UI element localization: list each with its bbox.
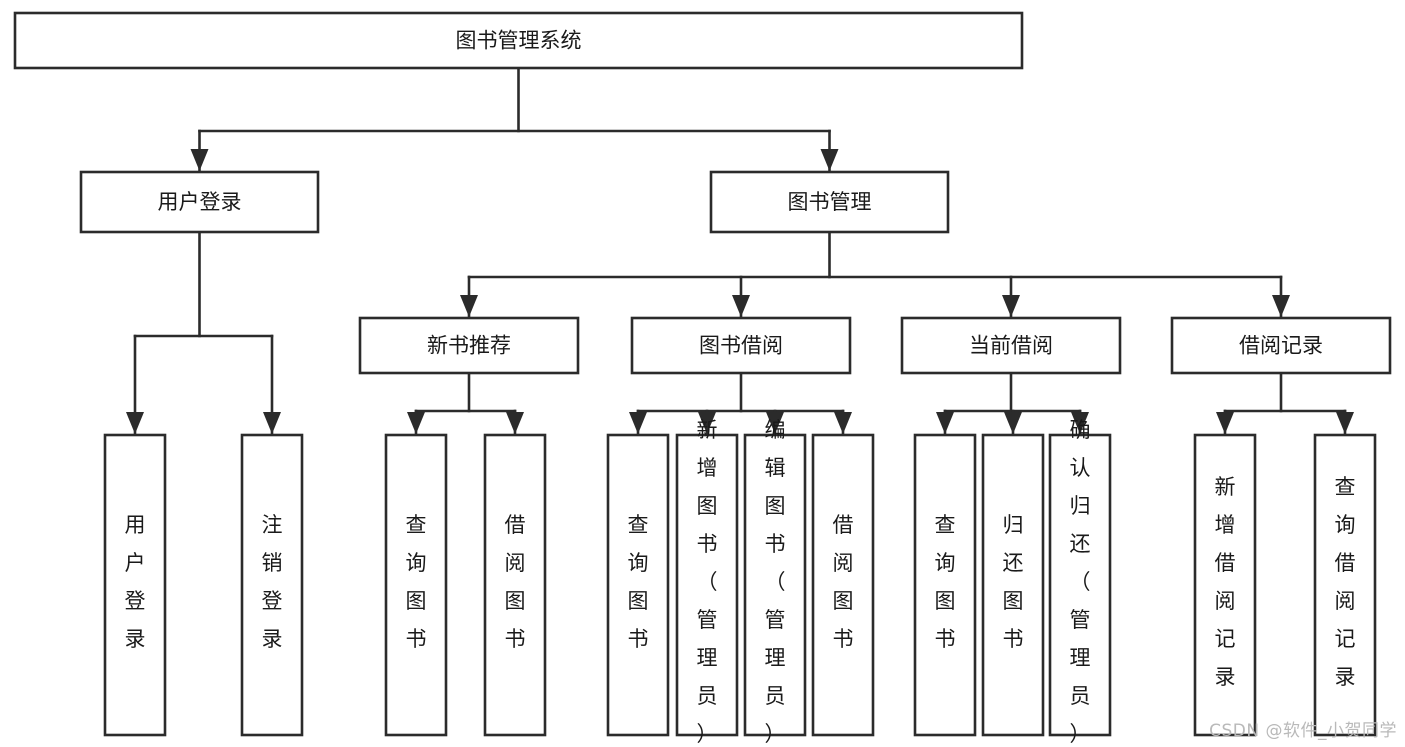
node-leaf-user-logout[interactable]: 注销登录 bbox=[240, 433, 304, 737]
arrow-head-icon bbox=[936, 412, 954, 434]
node-leaf-return-book[interactable]: 归还图书 bbox=[981, 433, 1045, 737]
arrow-head-icon bbox=[1272, 295, 1290, 317]
node-label: 确认归还（管理员） bbox=[1070, 418, 1091, 746]
node-leaf-user-login[interactable]: 用户登录 bbox=[103, 433, 167, 737]
node-user-login[interactable]: 用户登录 bbox=[79, 170, 320, 234]
node-box bbox=[13, 11, 1024, 70]
node-borrow-record[interactable]: 借阅记录 bbox=[1170, 316, 1392, 375]
node-box bbox=[358, 316, 580, 375]
node-box bbox=[811, 433, 875, 737]
node-label: 用户登录 bbox=[125, 513, 146, 651]
node-leaf-query-record[interactable]: 查询借阅记录 bbox=[1313, 433, 1377, 737]
node-box bbox=[743, 433, 807, 737]
arrow-head-icon bbox=[1216, 412, 1234, 434]
arrow-head-icon bbox=[834, 412, 852, 434]
arrow-head-icon bbox=[1002, 295, 1020, 317]
node-leaf-borrow-book-1[interactable]: 借阅图书 bbox=[483, 433, 547, 737]
node-label: 借阅图书 bbox=[833, 513, 854, 651]
node-current-borrow[interactable]: 当前借阅 bbox=[900, 316, 1122, 375]
node-label: 查询图书 bbox=[935, 513, 956, 651]
nodes-layer: 图书管理系统用户登录图书管理新书推荐图书借阅当前借阅借阅记录用户登录注销登录查询… bbox=[13, 11, 1392, 746]
node-book-manage[interactable]: 图书管理 bbox=[709, 170, 950, 234]
node-box bbox=[240, 433, 304, 737]
arrow-head-icon bbox=[820, 149, 839, 171]
node-leaf-edit-book[interactable]: 编辑图书（管理员） bbox=[743, 418, 807, 746]
node-label: 归还图书 bbox=[1003, 513, 1024, 651]
node-label: 借阅图书 bbox=[505, 513, 526, 651]
node-label: 新增借阅记录 bbox=[1215, 475, 1236, 689]
node-leaf-add-book[interactable]: 新增图书（管理员） bbox=[675, 418, 739, 746]
node-box bbox=[675, 433, 739, 737]
arrow-head-icon bbox=[766, 412, 784, 434]
node-box bbox=[483, 433, 547, 737]
node-label: 当前借阅 bbox=[969, 334, 1053, 358]
arrow-head-icon bbox=[190, 149, 209, 171]
arrow-head-icon bbox=[1004, 412, 1022, 434]
node-box bbox=[103, 433, 167, 737]
node-leaf-query-book-2[interactable]: 查询图书 bbox=[606, 433, 670, 737]
node-label: 注销登录 bbox=[262, 513, 283, 651]
node-label: 查询图书 bbox=[628, 513, 649, 651]
node-label: 新书推荐 bbox=[427, 334, 511, 358]
arrow-head-icon bbox=[506, 412, 524, 434]
node-box bbox=[709, 170, 950, 234]
node-box bbox=[1048, 433, 1112, 737]
arrow-head-icon bbox=[460, 295, 478, 317]
node-leaf-confirm-return[interactable]: 确认归还（管理员） bbox=[1048, 418, 1112, 746]
node-label: 查询借阅记录 bbox=[1335, 475, 1356, 689]
node-book-borrow[interactable]: 图书借阅 bbox=[630, 316, 852, 375]
arrow-head-icon bbox=[732, 295, 750, 317]
edges-layer bbox=[126, 66, 1354, 435]
node-box bbox=[630, 316, 852, 375]
node-box bbox=[79, 170, 320, 234]
arrow-head-icon bbox=[698, 412, 716, 434]
arrow-head-icon bbox=[629, 412, 647, 434]
node-label: 图书管理系统 bbox=[456, 29, 582, 53]
arrow-head-icon bbox=[263, 412, 281, 434]
node-label: 查询图书 bbox=[406, 513, 427, 651]
watermark-text: CSDN @软件_小贺同学 bbox=[1209, 721, 1397, 741]
node-label: 图书借阅 bbox=[699, 334, 783, 358]
node-box bbox=[384, 433, 448, 737]
node-box bbox=[1193, 433, 1257, 737]
node-leaf-query-book-3[interactable]: 查询图书 bbox=[913, 433, 977, 737]
arrow-head-icon bbox=[407, 412, 425, 434]
node-leaf-query-book-1[interactable]: 查询图书 bbox=[384, 433, 448, 737]
node-label: 新增图书（管理员） bbox=[697, 418, 718, 746]
node-root[interactable]: 图书管理系统 bbox=[13, 11, 1024, 70]
node-box bbox=[900, 316, 1122, 375]
node-box bbox=[913, 433, 977, 737]
node-box bbox=[1170, 316, 1392, 375]
node-new-book-recommend[interactable]: 新书推荐 bbox=[358, 316, 580, 375]
arrow-head-icon bbox=[126, 412, 144, 434]
node-label: 编辑图书（管理员） bbox=[765, 418, 786, 746]
node-leaf-add-record[interactable]: 新增借阅记录 bbox=[1193, 433, 1257, 737]
node-label: 图书管理 bbox=[788, 190, 872, 214]
node-box bbox=[606, 433, 670, 737]
node-box bbox=[1313, 433, 1377, 737]
node-label: 用户登录 bbox=[158, 190, 242, 214]
node-label: 借阅记录 bbox=[1239, 334, 1323, 358]
node-box bbox=[981, 433, 1045, 737]
node-leaf-borrow-book-2[interactable]: 借阅图书 bbox=[811, 433, 875, 737]
arrow-head-icon bbox=[1336, 412, 1354, 434]
arrow-head-icon bbox=[1071, 412, 1089, 434]
